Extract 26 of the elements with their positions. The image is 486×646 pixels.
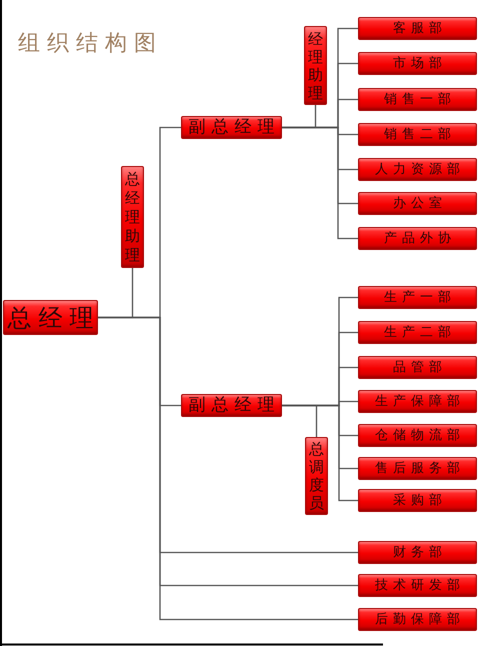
department-box: 客服部: [358, 17, 477, 40]
department-box: 产品外协: [358, 227, 477, 250]
department-box: 售后服务部: [358, 457, 477, 480]
department-box: 生产二部: [358, 321, 477, 344]
department-box: 销售二部: [358, 123, 477, 146]
department-box: 市场部: [358, 52, 477, 75]
department-box: 财务部: [358, 541, 477, 564]
department-box: 销售一部: [358, 88, 477, 111]
department-box: 采购部: [358, 489, 477, 512]
department-box: 生产一部: [358, 286, 477, 309]
role-box: 总调度员: [305, 437, 328, 515]
department-box: 办公室: [358, 192, 477, 215]
department-box: 后勤保障部: [358, 608, 477, 631]
department-box: 技术研发部: [358, 574, 477, 597]
connector-line: [282, 126, 358, 240]
department-box: 品管部: [358, 356, 477, 379]
role-box: 总经理助理: [121, 166, 144, 268]
role-box: 副总经理: [181, 394, 282, 417]
department-box: 生产保障部: [358, 390, 477, 413]
connector-line: [282, 404, 358, 502]
diagram-title: 组织结构图: [18, 33, 163, 55]
department-box: 仓储物流部: [358, 424, 477, 447]
role-box: 总经理: [3, 300, 98, 335]
role-box: 副总经理: [181, 116, 282, 139]
department-box: 人力资源部: [358, 158, 477, 181]
role-box: 经理助理: [304, 26, 327, 105]
